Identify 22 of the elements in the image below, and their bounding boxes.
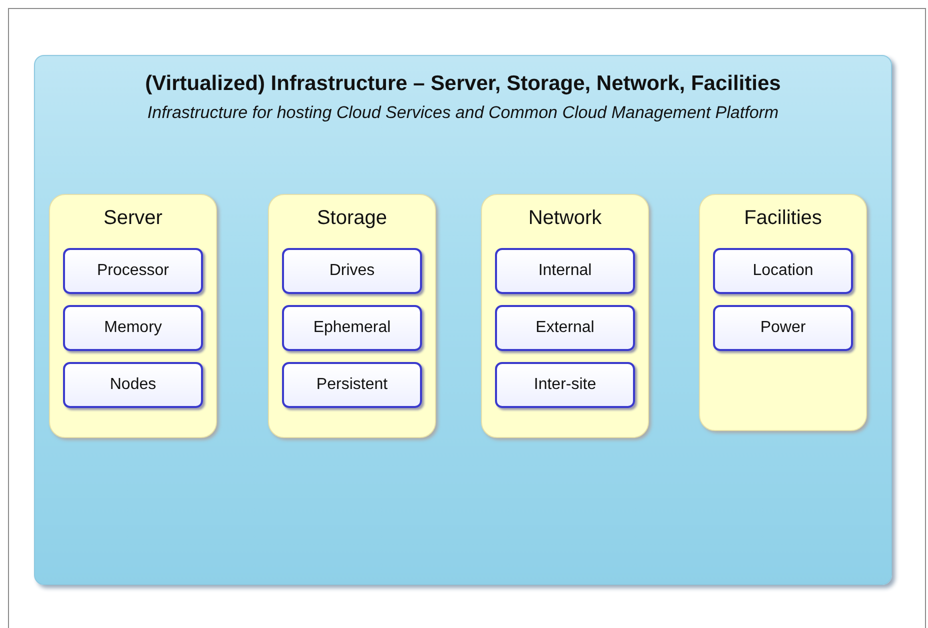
group-title: Storage: [316, 207, 388, 230]
infrastructure-panel: [34, 55, 892, 585]
component-box: Processor: [63, 248, 203, 294]
component-box: Power: [713, 305, 853, 351]
group-panel: [49, 194, 217, 438]
component-box: Location: [713, 248, 853, 294]
component-box: External: [495, 305, 635, 351]
group-title: Facilities: [743, 207, 823, 230]
group-title: Server: [102, 207, 164, 230]
component-box: Nodes: [63, 362, 203, 408]
panel-title: (Virtualized) Infrastructure – Server, Storage, Network, Facilities: [144, 72, 782, 96]
component-box: Memory: [63, 305, 203, 351]
component-box: Drives: [282, 248, 422, 294]
panel-subtitle: Infrastructure for hosting Cloud Services and Common Cloud Management Platform: [146, 103, 780, 123]
group-panel: [699, 194, 867, 431]
component-box: Internal: [495, 248, 635, 294]
component-box: Inter-site: [495, 362, 635, 408]
group-title: Network: [527, 207, 603, 230]
component-box: Persistent: [282, 362, 422, 408]
group-panel: [268, 194, 436, 438]
component-box: Ephemeral: [282, 305, 422, 351]
group-panel: [481, 194, 649, 438]
